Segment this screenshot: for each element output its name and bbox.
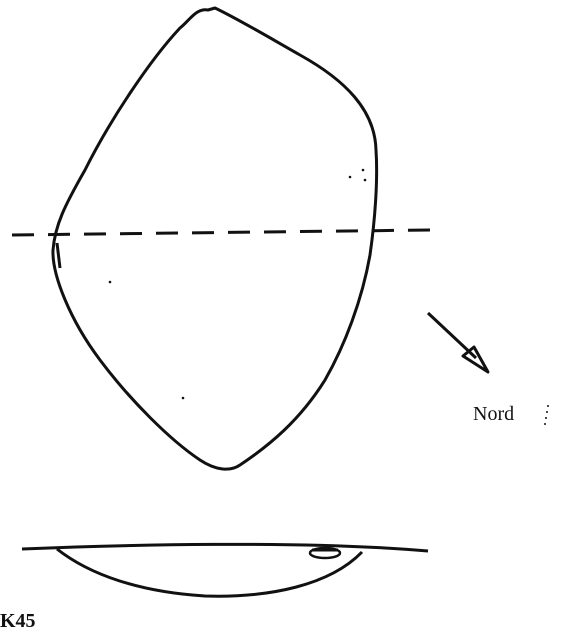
figure-id-label: K45	[0, 610, 36, 632]
edge-mark	[55, 242, 62, 269]
surface-dot	[181, 396, 185, 400]
surface-dot	[363, 178, 367, 182]
surface-dot	[348, 175, 352, 179]
profile-inclusion	[308, 546, 342, 560]
north-label: Nord	[473, 403, 515, 425]
north-arrow-icon	[426, 311, 490, 374]
surface-dot	[361, 168, 365, 172]
section-line	[11, 228, 431, 237]
section-profile	[21, 542, 429, 598]
plan-outline	[51, 6, 379, 471]
north-dotted-mark	[544, 405, 549, 425]
surface-dot	[108, 280, 112, 284]
